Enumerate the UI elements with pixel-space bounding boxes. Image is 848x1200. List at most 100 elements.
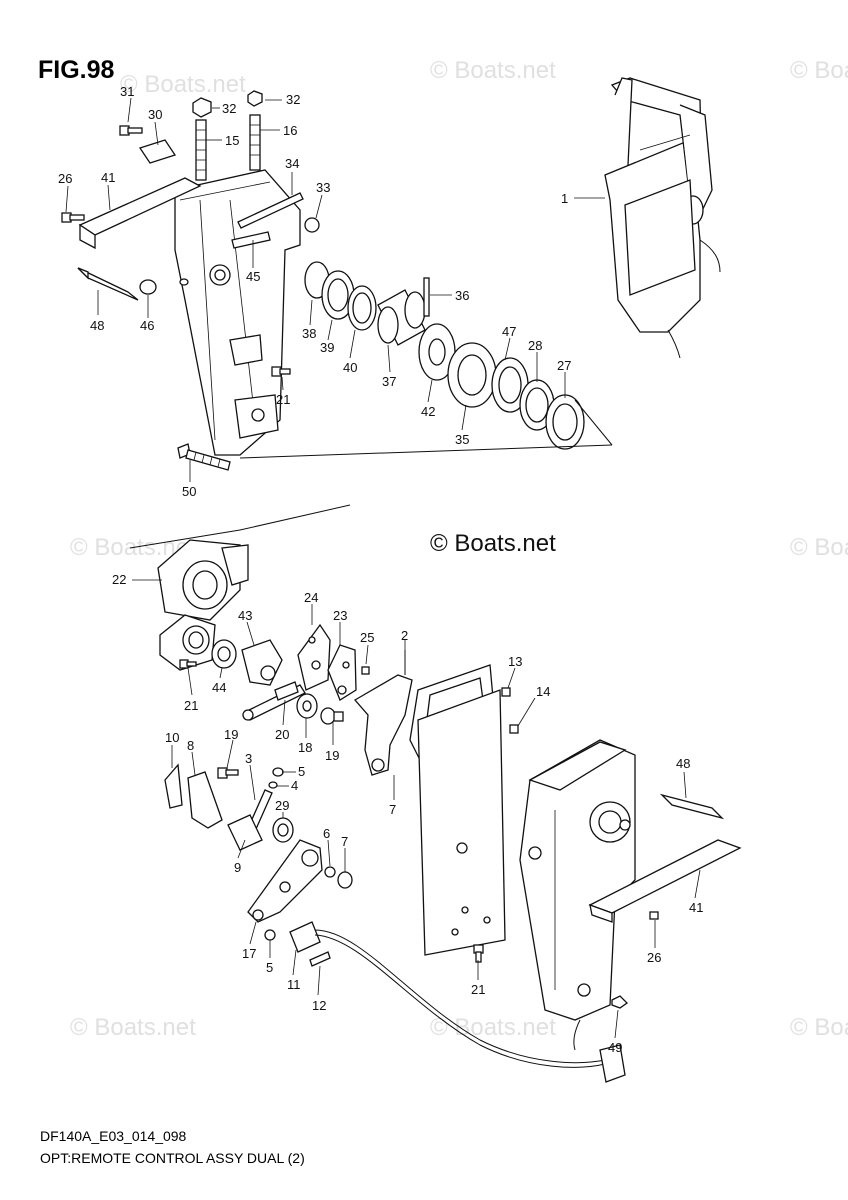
part-label: 6 <box>323 826 330 841</box>
part-label: 44 <box>212 680 226 695</box>
part-label: 50 <box>182 484 196 499</box>
part-label: 39 <box>320 340 334 355</box>
part-labels: 31 30 32 32 15 16 26 41 34 33 45 48 46 3… <box>58 84 703 1055</box>
bolt-50 <box>177 443 231 471</box>
part-label: 35 <box>455 432 469 447</box>
connector-line <box>129 529 241 549</box>
part-label: 48 <box>90 318 104 333</box>
part-label: 10 <box>165 730 179 745</box>
part-label: 20 <box>275 727 289 742</box>
part-label: 12 <box>312 998 326 1013</box>
part-label: 26 <box>58 171 72 186</box>
leader-lines <box>65 97 701 1039</box>
part-label: 5 <box>298 764 305 779</box>
part-label: 26 <box>647 950 661 965</box>
part-label: 30 <box>148 107 162 122</box>
washer-18-bolt-19 <box>296 693 344 725</box>
part-label: 42 <box>421 404 435 419</box>
part-label: 9 <box>234 860 241 875</box>
part-label: 46 <box>140 318 154 333</box>
boats-net-watermark: © Boats.net <box>430 530 556 557</box>
part-label: 34 <box>285 156 299 171</box>
part-label: 36 <box>455 288 469 303</box>
part-label: 1 <box>561 191 568 206</box>
shaft-assembly <box>239 261 613 459</box>
watermark: © Boats.net <box>790 534 848 561</box>
part-label: 8 <box>187 738 194 753</box>
part-label: 43 <box>238 608 252 623</box>
bracket-10-8 <box>164 763 239 829</box>
watermark: © Boats.net <box>430 1014 556 1041</box>
lever-2 <box>353 650 413 776</box>
part-label: 24 <box>304 590 318 605</box>
collar-29 <box>272 817 294 843</box>
part-label: 7 <box>389 802 396 817</box>
part-label: 15 <box>225 133 239 148</box>
shaft-3 <box>227 767 284 851</box>
part-label: 31 <box>120 84 134 99</box>
part-label: 5 <box>266 960 273 975</box>
part-label: 13 <box>508 654 522 669</box>
screw-21-lower-b <box>473 944 484 963</box>
part-label: 21 <box>276 392 290 407</box>
cover-plate <box>159 614 216 671</box>
watermark: © Boats.net <box>790 57 848 84</box>
part-label: 49 <box>608 1040 622 1055</box>
part-label: 33 <box>316 180 330 195</box>
part-label: 32 <box>286 92 300 107</box>
watermark: © Boats.net <box>430 57 556 84</box>
part-label: 47 <box>502 324 516 339</box>
part-label: 22 <box>112 572 126 587</box>
watermark: © Boats.net <box>70 1014 196 1041</box>
plate-41-upper <box>77 177 202 301</box>
part-label: 41 <box>689 900 703 915</box>
switch-11-12 <box>289 921 626 1083</box>
part-label: 41 <box>101 170 115 185</box>
part-label: 21 <box>471 982 485 997</box>
screw-21-upper <box>271 366 291 377</box>
upper-bracket <box>174 169 301 456</box>
watermark: © Boats.net <box>120 71 246 98</box>
studs <box>192 90 263 181</box>
part-label: 23 <box>333 608 347 623</box>
plate-41-48-lower <box>588 793 742 1009</box>
part-label: 19 <box>325 748 339 763</box>
diagram-caption: OPT:REMOTE CONTROL ASSY DUAL (2) <box>40 1150 305 1166</box>
part-label: 7 <box>341 834 348 849</box>
part-label: 2 <box>401 628 408 643</box>
part-label: 11 <box>287 977 301 992</box>
part-label: 19 <box>224 727 238 742</box>
part-label: 27 <box>557 358 571 373</box>
part-label: 28 <box>528 338 542 353</box>
part-label: 14 <box>536 684 550 699</box>
connector-line <box>239 504 351 531</box>
control-handle-1 <box>604 77 721 359</box>
part-label: 18 <box>298 740 312 755</box>
part-label: 29 <box>275 798 289 813</box>
part-label: 38 <box>302 326 316 341</box>
part-label: 3 <box>245 751 252 766</box>
part-label: 32 <box>222 101 236 116</box>
pins <box>139 192 320 295</box>
part-label: 4 <box>291 778 298 793</box>
link-20 <box>242 681 306 721</box>
part-label: 17 <box>242 946 256 961</box>
plate-13-14 <box>409 664 519 956</box>
part-label: 21 <box>184 698 198 713</box>
part-label: 48 <box>676 756 690 771</box>
bolt-31-clip-30 <box>119 125 177 164</box>
part-label: 25 <box>360 630 374 645</box>
figure-title: FIG.98 <box>38 56 115 84</box>
bolt-26-upper <box>61 212 85 223</box>
part-label: 45 <box>246 269 260 284</box>
model-code: DF140A_E03_014_098 <box>40 1128 187 1144</box>
part-label: 16 <box>283 123 297 138</box>
part-label: 37 <box>382 374 396 389</box>
part-label: 40 <box>343 360 357 375</box>
parts-43-44 <box>211 639 283 686</box>
bracket-17 <box>247 839 353 941</box>
screw-21-lower-a <box>179 659 197 669</box>
cover-22 <box>157 539 249 621</box>
housing-right <box>519 739 636 1051</box>
